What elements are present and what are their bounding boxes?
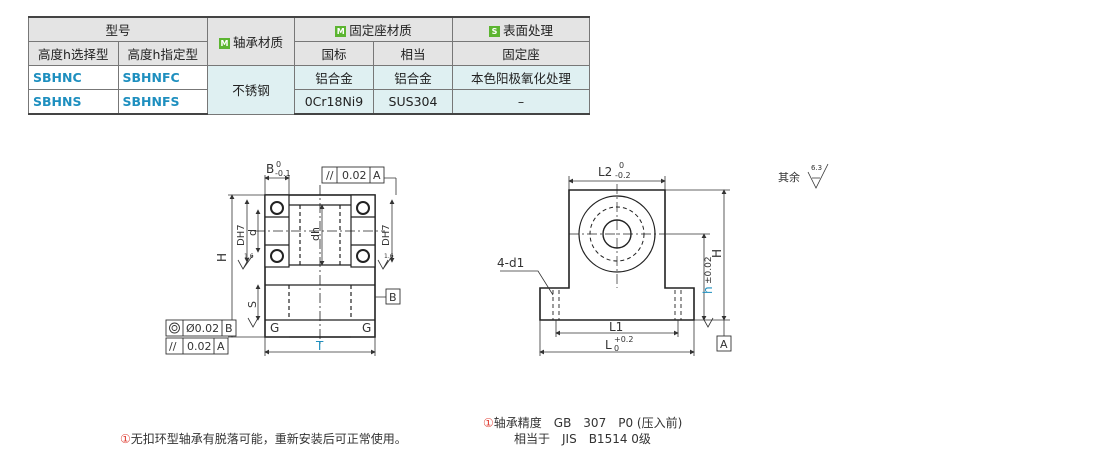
eq-material-cell: SUS304 [373, 89, 453, 115]
dim-l2-tol-lower: -0.2 [615, 171, 631, 180]
fcf-parallel-datum-a: A [217, 340, 225, 353]
roughness-value-left: 1.6 [244, 253, 254, 260]
eq-material-cell: 铝合金 [373, 65, 453, 90]
note-mark-icon: ① [483, 416, 494, 430]
dim-l-tol-upper: +0.2 [614, 335, 633, 344]
surface-tag: S [488, 26, 500, 37]
concentric-tol-value: Ø0.02 [186, 322, 219, 335]
dim-d-label: d [246, 229, 259, 236]
note-mark-icon: ① [120, 432, 131, 446]
dim-g-left: G [270, 321, 279, 335]
datum-a-box [716, 335, 732, 352]
datum-b-box [385, 288, 401, 305]
dim-g-right: G [362, 321, 371, 335]
front-view-dimensions [500, 176, 730, 356]
dim-h-label: H [215, 253, 229, 262]
gb-material-cell: 铝合金 [294, 65, 374, 90]
dim-dh7-left: DH7 [236, 224, 247, 246]
type-specify-cell[interactable]: SBHNFC [117, 65, 208, 90]
header-h-specify: 高度h指定型 [117, 41, 208, 66]
dim-l-label: L [605, 338, 612, 352]
dim-h-tol: ±0.02 [704, 256, 714, 284]
header-seat-material-label: 固定座材质 [349, 23, 412, 38]
dim-dh7-right: DH7 [381, 224, 392, 246]
header-bearing-material-label: 轴承材质 [232, 35, 283, 50]
section-view-dimensions [228, 175, 397, 356]
note-retaining-ring: ①无扣环型轴承有脱落可能，重新安装后可正常使用。 [120, 430, 407, 447]
dim-s-label: S [246, 301, 259, 308]
header-h-select: 高度h选择型 [28, 41, 119, 66]
header-surface-label: 表面处理 [502, 23, 553, 38]
surface-cell: 本色阳极氧化处理 [452, 65, 590, 90]
dim-h-right-label: H [710, 249, 724, 258]
bearing-material-cell: 不锈钢 [207, 65, 295, 115]
front-view-drawing [539, 184, 695, 321]
dim-h-small-label: h [701, 286, 715, 294]
dim-b-tol-upper: 0 [276, 160, 281, 169]
parallel-tol-value: 0.02 [342, 169, 367, 182]
fcf-parallel-tol-value: 0.02 [187, 340, 212, 353]
concentric-symbol [169, 322, 180, 334]
concentric-tolerance-frame: // [165, 319, 237, 355]
gb-material-cell: 0Cr18Ni9 [294, 89, 374, 115]
dim-l-tol-lower: 0 [614, 344, 619, 353]
dim-l2-tol-upper: 0 [619, 161, 624, 170]
datum-a-label: A [720, 338, 728, 351]
holes-label: 4-d1 [497, 256, 524, 270]
dim-b-tol-lower: -0.1 [275, 169, 291, 178]
surface-cell: – [452, 89, 590, 115]
parallel-tolerance-frame: // [321, 166, 385, 184]
header-std-gb: 国标 [294, 41, 374, 66]
dim-l2-label: L2 [598, 165, 612, 179]
datum-b-label: B [389, 291, 397, 304]
roughness-symbols-left [237, 254, 394, 328]
parallel-symbol: // [326, 169, 334, 182]
dim-l1-label: L1 [609, 320, 623, 334]
header-model: 型号 [28, 16, 208, 42]
note-retaining-ring-text: 无扣环型轴承有脱落可能，重新安装后可正常使用。 [130, 432, 407, 446]
material-tag: M [218, 38, 230, 49]
section-view-drawing [255, 185, 385, 345]
note-accuracy-line1: 轴承精度 GB 307 P0 (压入前) [493, 416, 683, 430]
parallel-symbol: // [169, 340, 177, 353]
header-std-eq: 相当 [373, 41, 453, 66]
dim-b-label: B [266, 162, 274, 176]
parallel-datum-a: A [373, 169, 381, 182]
dim-dh-label: dh [309, 227, 322, 241]
roughness-note-value: 6.3 [811, 164, 822, 172]
note-bearing-equivalent: 相当于 JIS B1514 0级 [514, 432, 651, 446]
roughness-symbol [807, 163, 829, 189]
roughness-value-right: 1.6 [384, 253, 394, 260]
roughness-note-prefix: 其余 [778, 170, 800, 184]
dim-t-label: T [315, 339, 324, 353]
concentric-datum-b: B [225, 322, 233, 335]
note-bearing-accuracy: ①轴承精度 GB 307 P0 (压入前) [483, 414, 682, 431]
material-tag: M [335, 26, 347, 37]
type-specify-cell[interactable]: SBHNFS [117, 89, 208, 115]
